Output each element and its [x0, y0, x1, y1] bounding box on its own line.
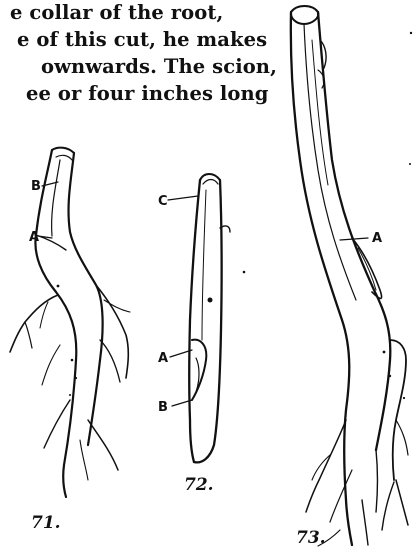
figure-72-label-b: B — [158, 400, 168, 415]
figure-71-label-a: A — [29, 230, 39, 245]
figure-72-label-a: A — [158, 351, 168, 366]
figure-72-number: 72. — [184, 475, 214, 495]
figure-72: C A B 72. — [158, 174, 230, 495]
print-speck — [243, 271, 246, 274]
figure-73: A 73. — [291, 6, 408, 548]
figure-72-label-c: C — [158, 194, 168, 209]
figure-73-label-a: A — [372, 231, 382, 246]
figure-71-number: 71. — [31, 513, 61, 533]
figure-73-number: 73. — [296, 528, 326, 548]
print-speck — [409, 163, 411, 165]
print-speck — [410, 32, 412, 34]
figure-71: B A 71. — [10, 148, 130, 533]
figure-71-label-b: B — [31, 179, 41, 194]
